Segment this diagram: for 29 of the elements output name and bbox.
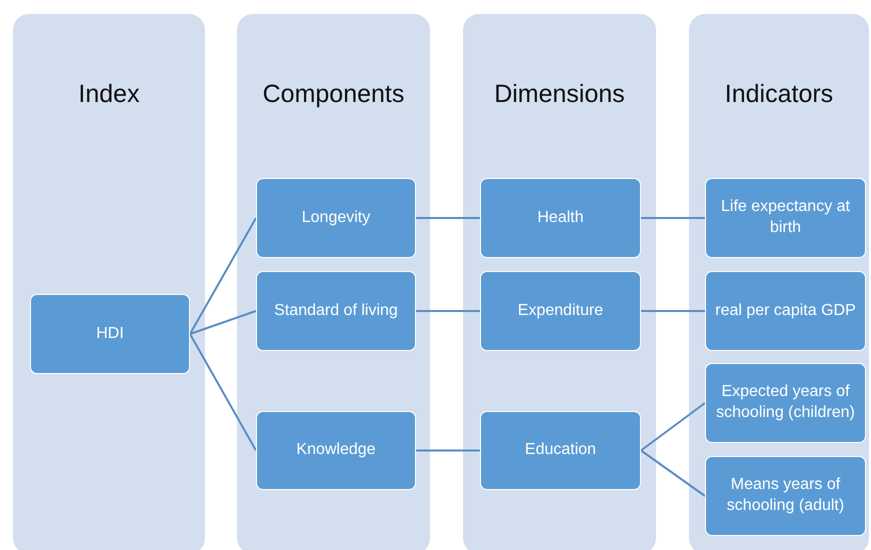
column-band <box>463 14 656 550</box>
connector-line <box>640 402 706 452</box>
connector-line <box>416 450 480 452</box>
process-box: Life expectancy at birth <box>705 178 866 258</box>
process-box: HDI <box>30 294 190 374</box>
process-box: Education <box>480 411 641 490</box>
process-box: Expected years of schooling (children) <box>705 363 866 443</box>
column-band <box>237 14 430 550</box>
column-band <box>689 14 869 550</box>
column-heading: Indicators <box>724 80 834 109</box>
column-heading: Components <box>262 80 404 109</box>
process-box: Standard of living <box>256 271 416 351</box>
connector-line <box>189 334 257 451</box>
column-band <box>13 14 205 550</box>
process-box: Expenditure <box>480 271 641 351</box>
process-box: real per capita GDP <box>705 271 866 351</box>
connector-line <box>189 218 257 334</box>
connector-line <box>640 450 706 497</box>
connector-line <box>641 217 705 219</box>
process-box: Knowledge <box>256 411 416 490</box>
connector-line <box>190 310 256 335</box>
connector-line <box>416 217 480 219</box>
column-heading: Dimensions <box>494 80 625 109</box>
column-heading: Index <box>78 80 140 109</box>
connector-line <box>641 310 705 312</box>
process-box: Means years of schooling (adult) <box>705 456 866 536</box>
process-box: Health <box>480 178 641 258</box>
connector-line <box>416 310 480 312</box>
process-box: Longevity <box>256 178 416 258</box>
